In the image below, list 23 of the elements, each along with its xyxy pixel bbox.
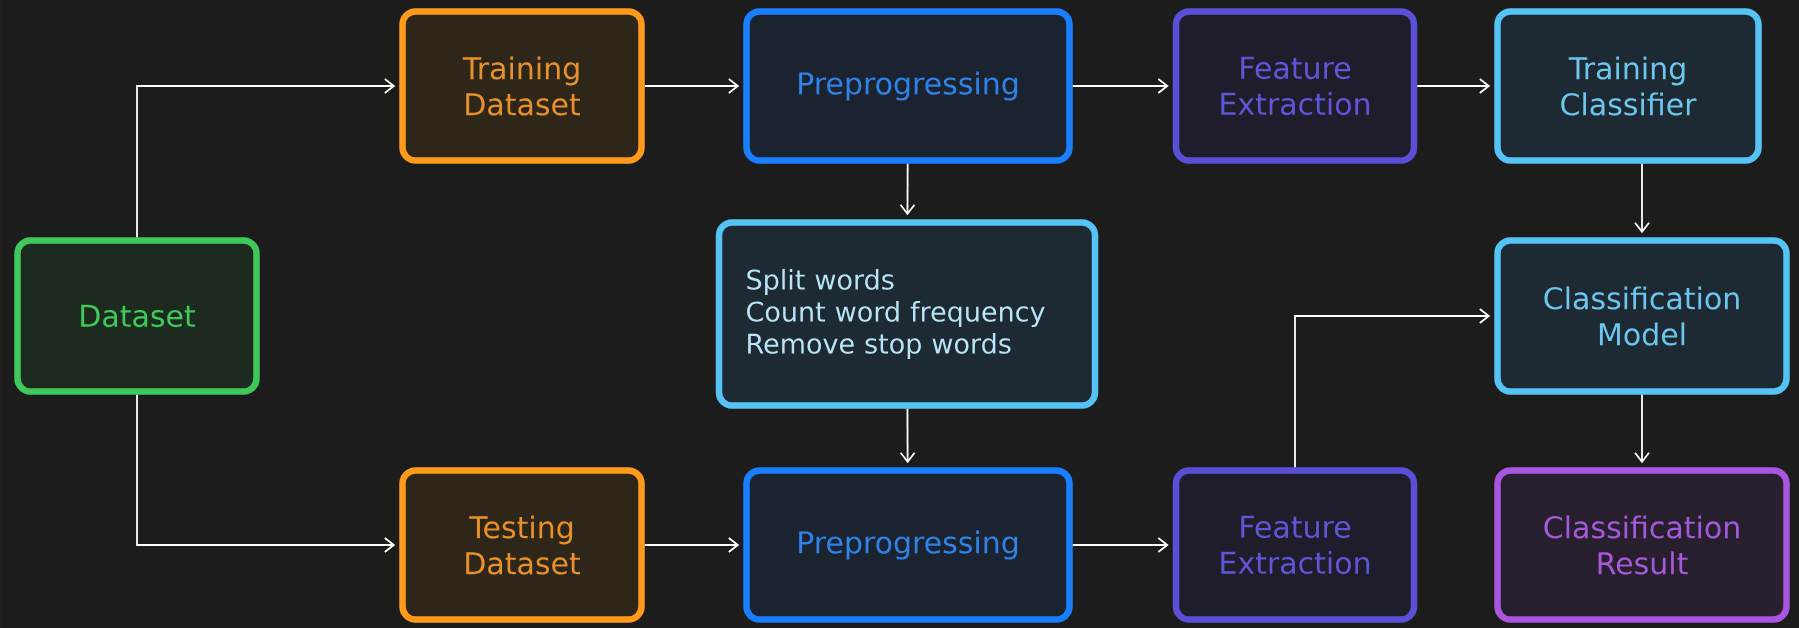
arrow bbox=[1071, 78, 1169, 94]
arrow bbox=[643, 537, 740, 553]
arrow bbox=[643, 78, 740, 94]
arrow bbox=[1634, 162, 1650, 234]
process-box: Classification Model bbox=[1494, 237, 1790, 395]
process-box: Preprogressing bbox=[743, 467, 1073, 623]
arrow bbox=[1416, 78, 1491, 94]
process-box: Classification Result bbox=[1494, 467, 1790, 623]
process-box: Feature Extraction bbox=[1172, 467, 1418, 623]
arrow bbox=[1071, 537, 1169, 553]
process-box: Split words Count word frequency Remove stop words bbox=[715, 219, 1099, 409]
process-box: Training Dataset bbox=[399, 8, 645, 164]
arrow bbox=[1294, 308, 1491, 469]
arrow bbox=[136, 78, 396, 239]
process-box: Dataset bbox=[14, 237, 260, 395]
arrow bbox=[136, 393, 396, 553]
process-box: Preprogressing bbox=[743, 8, 1073, 164]
process-box: Training Classifier bbox=[1494, 8, 1762, 164]
arrow bbox=[1634, 393, 1650, 464]
process-box: Testing Dataset bbox=[399, 467, 645, 623]
arrow bbox=[899, 162, 916, 216]
process-box: Feature Extraction bbox=[1172, 8, 1418, 164]
arrow bbox=[899, 407, 916, 464]
